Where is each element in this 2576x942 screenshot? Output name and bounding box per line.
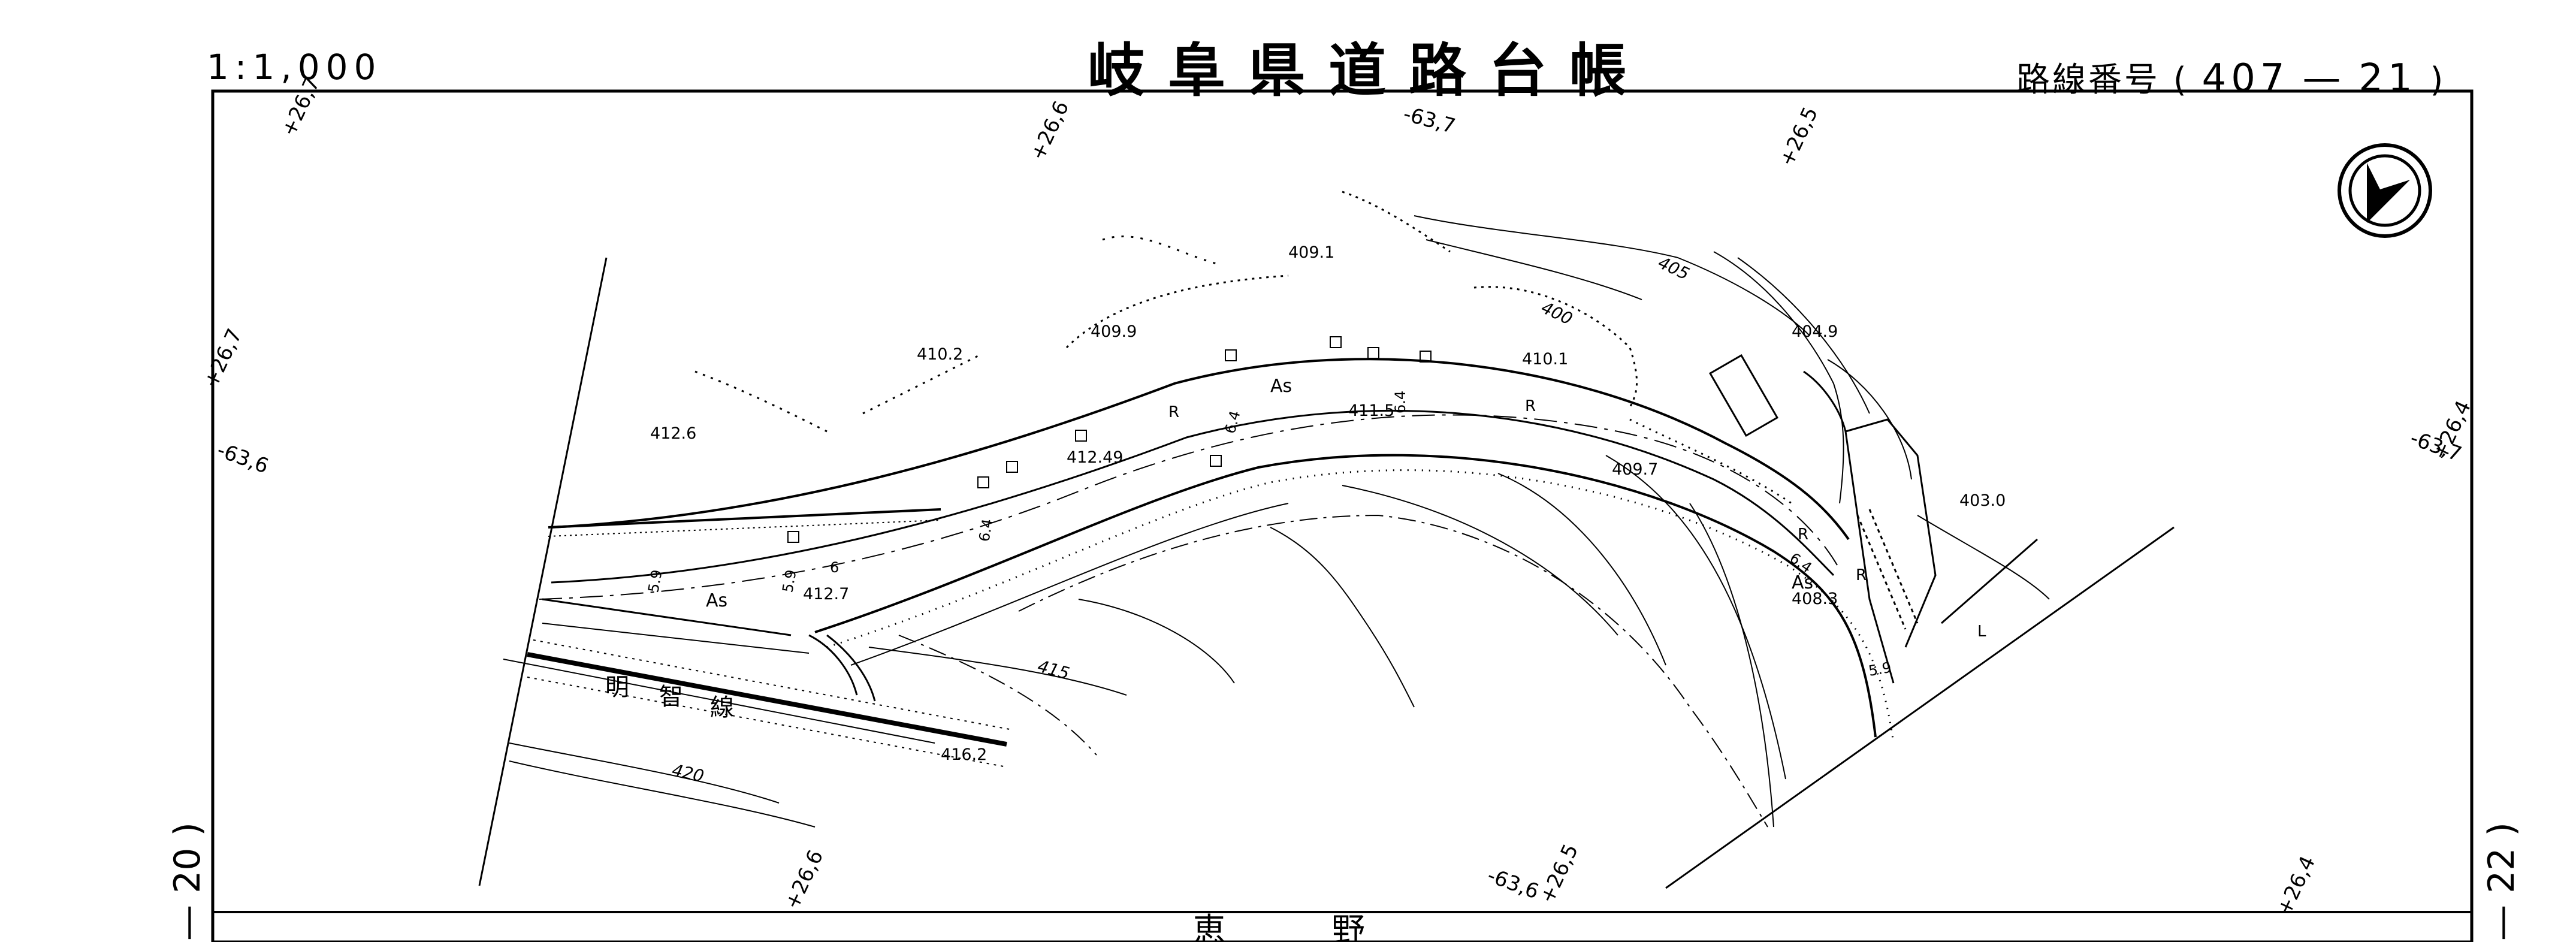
- curve-mark: R: [1856, 566, 1867, 584]
- railway-name-char: 線: [710, 694, 734, 721]
- route-prefix: 路線番号: [2016, 61, 2160, 99]
- survey-boundary-left: [478, 257, 608, 886]
- width-label: 6: [830, 559, 839, 576]
- road-main: [539, 358, 1895, 744]
- grid-label: +26,4: [2272, 852, 2320, 919]
- adjacent-sheet-left: — 20 ): [167, 822, 209, 941]
- railway-name: 明 智 線: [605, 674, 734, 721]
- bottom-caption: 恵 野: [1192, 911, 1401, 942]
- curve-marks: R R R R L: [1168, 397, 1986, 641]
- centerline-dashdot-2: [898, 635, 1097, 756]
- route-main-number: 407: [2201, 56, 2290, 101]
- curve-mark: R: [1525, 397, 1536, 415]
- grid-label: -63,6: [1484, 864, 1542, 904]
- surface-labels: As As As: [706, 376, 1813, 611]
- elevation-label: 416.2: [941, 745, 987, 764]
- grid-label: +26,5: [1535, 840, 1583, 907]
- grid-label: -63,6: [214, 438, 271, 479]
- survey-boxes: [787, 336, 1432, 543]
- grid-label: +26,6: [1026, 97, 1074, 164]
- contour-label: 400: [1538, 297, 1575, 328]
- width-label: 5.9: [779, 569, 799, 594]
- width-label: 6.4: [1392, 391, 1409, 413]
- route-sub-number: 21: [2358, 56, 2417, 101]
- structures-right: [1708, 354, 2038, 684]
- surface-label: As: [1792, 572, 1813, 593]
- width-label: 5.9: [645, 569, 665, 594]
- sheet-frame: [211, 89, 2474, 942]
- adjacent-sheet-right: — 22 ): [2481, 822, 2523, 941]
- elevation-label: 409.7: [1612, 460, 1658, 479]
- grid-labels: +26,7 +26,6 +26,5 +26,7 +26,4 +26,6 +26,…: [199, 73, 2476, 919]
- contour-label: 405: [1655, 252, 1692, 283]
- scale-label: 1:1,000: [207, 47, 382, 87]
- elevation-labels: 409.1 409.9 410.2 410.1 412.6 412.49 411…: [650, 243, 2006, 764]
- railway-name-char: 智: [659, 683, 683, 711]
- railway-line: [503, 639, 1013, 768]
- route-dash: —: [2302, 56, 2346, 101]
- curve-mark: R: [1798, 526, 1808, 544]
- surface-label: As: [706, 590, 727, 611]
- elevation-label: 409.9: [1091, 322, 1137, 341]
- contour-label: 420: [671, 760, 706, 786]
- elevation-label: 404.9: [1792, 322, 1838, 341]
- north-arrow-icon: [2338, 143, 2432, 238]
- width-label: 6.4: [1222, 409, 1244, 435]
- grid-label: +26,6: [780, 846, 828, 913]
- grid-label: +26,5: [1775, 103, 1823, 170]
- elevation-label: 408.3: [1792, 590, 1838, 608]
- railway-name-char: 明: [605, 674, 629, 701]
- elevation-label: 410.1: [1522, 350, 1568, 369]
- curve-mark: L: [1977, 623, 1986, 641]
- route-number: 路線番号 ( 407 — 21 ): [2016, 53, 2445, 101]
- elevation-label: 412.7: [803, 585, 849, 603]
- width-label: 5.9: [1867, 659, 1892, 680]
- grid-label: -63,7: [1401, 102, 1458, 138]
- road-left-segment: [542, 508, 941, 702]
- contour-label: 415: [1035, 656, 1071, 684]
- grid-label: +26,7: [199, 325, 247, 391]
- elevation-label: 411.5: [1348, 401, 1394, 420]
- page-title: 岐阜県道路台帳: [1088, 37, 1650, 104]
- route-open-paren: (: [2173, 61, 2189, 99]
- slope-hatching: [694, 191, 1792, 505]
- elevation-label: 409.1: [1288, 243, 1334, 262]
- centerline-dashdot: [1018, 514, 1768, 828]
- width-label: 6.4: [976, 518, 996, 543]
- contour-lines: [509, 215, 2050, 828]
- contour-labels: 405 400 415 420: [671, 252, 1693, 786]
- elevation-label: 410.2: [917, 345, 963, 364]
- survey-boundary-right: [1665, 526, 2175, 889]
- route-close-paren: ): [2430, 61, 2446, 99]
- surface-label: As: [1270, 376, 1292, 397]
- elevation-label: 412.6: [650, 424, 696, 443]
- curve-mark: R: [1168, 403, 1179, 421]
- elevation-label: 412.49: [1067, 448, 1123, 467]
- elevation-label: 403.0: [1959, 491, 2006, 510]
